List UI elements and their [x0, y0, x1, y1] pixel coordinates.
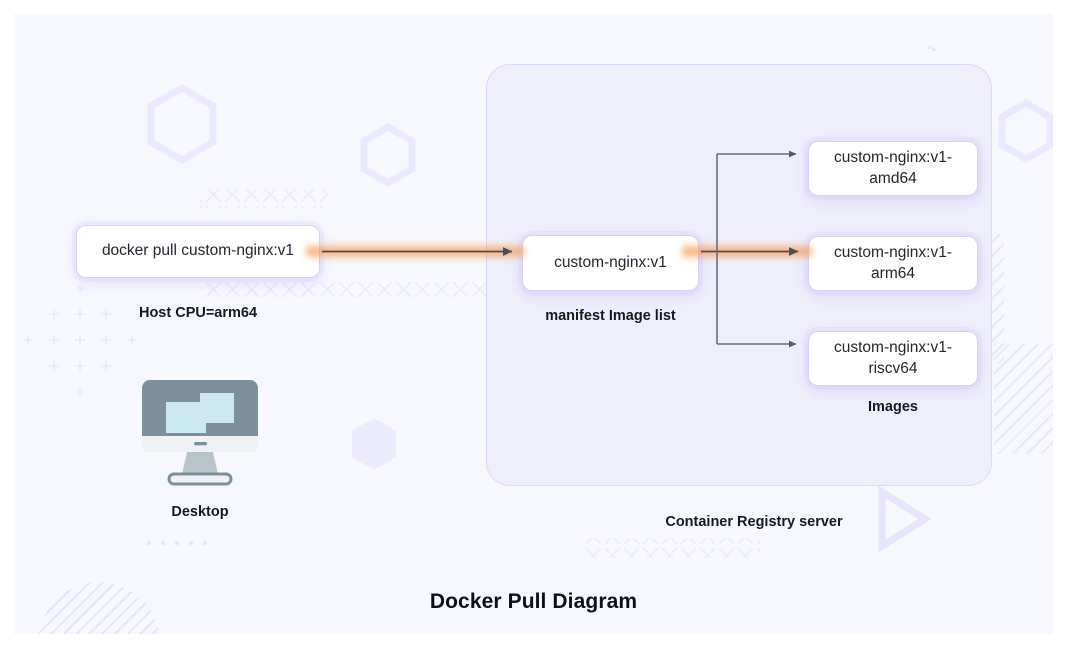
- image-label-riscv64: custom-nginx:v1-riscv64: [833, 338, 952, 377]
- docker-pull-command-box[interactable]: docker pull custom-nginx:v1: [76, 225, 320, 278]
- images-caption: Images: [868, 399, 918, 415]
- image-label-amd64: custom-nginx:v1-amd64: [833, 148, 952, 187]
- dot-grid: [146, 540, 208, 546]
- monitor-stand-neck: [182, 452, 218, 474]
- page-title: Docker Pull Diagram: [429, 590, 638, 613]
- image-label-arm64: custom-nginx:v1-arm64: [833, 243, 952, 282]
- host-cpu-caption: Host CPU=arm64: [138, 305, 258, 321]
- docker-pull-command-label: docker pull custom-nginx:v1: [101, 242, 295, 260]
- image-box-amd64[interactable]: custom-nginx:v1-amd64: [808, 141, 978, 196]
- registry-caption: Container Registry server: [665, 514, 843, 530]
- manifest-label: custom-nginx:v1: [554, 253, 667, 271]
- connector-layer: [322, 150, 799, 348]
- manifest-caption: manifest Image list: [545, 308, 676, 324]
- monitor-window-front: [166, 402, 206, 433]
- monitor-stand-base: [167, 472, 233, 486]
- desktop-monitor-icon: [142, 380, 258, 486]
- image-box-arm64[interactable]: custom-nginx:v1-arm64: [808, 236, 978, 291]
- desktop-caption: Desktop: [171, 504, 229, 520]
- manifest-image-list-box[interactable]: custom-nginx:v1: [522, 235, 699, 291]
- monitor-power-dot: [194, 442, 207, 446]
- image-box-riscv64[interactable]: custom-nginx:v1-riscv64: [808, 331, 978, 386]
- triangle-outline: [878, 485, 932, 553]
- hexagon-outline: [147, 83, 1053, 188]
- diagram-canvas: docker pull custom-nginx:v1 custom-nginx…: [14, 14, 1053, 634]
